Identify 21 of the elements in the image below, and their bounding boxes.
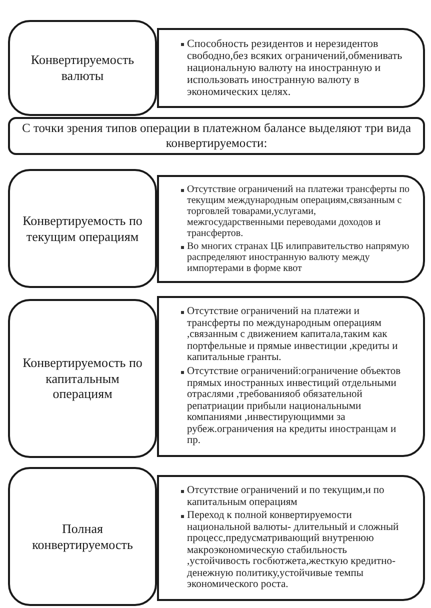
- bullet-text: Отсутствие ограничений на платежи и трансферты по международным операциям ,связанным с движением капитала,таким как портфельные и прямые инвестиции ,кредиты и капитальные гранты.: [187, 306, 399, 364]
- term-title: Конвертируемость по текущим операциям: [22, 212, 144, 244]
- description-box: [157, 175, 425, 283]
- description-box: [157, 296, 425, 457]
- intro-banner: [8, 117, 425, 155]
- bullet-text: Во многих странах ЦБ илиправительство напрямую распределяют иностранную валюту между импортерами в форме квот: [187, 241, 410, 274]
- intro-text: С точки зрения типов операции в платежном балансе выделяют три вида конвертируемости:: [22, 121, 411, 151]
- description-box: [157, 28, 425, 108]
- term-title: Полная конвертируемость: [31, 520, 134, 552]
- term-box: [8, 169, 157, 288]
- bullet-text: Отсутствие ограничений на платежи трансферты по текущим международным операциям,связанным с торговлей товарами,услугами, межгосударственными переводами доходов и трансфертов.: [187, 184, 411, 239]
- term-box: [8, 20, 157, 116]
- term-title: Конвертируемость по капитальным операциям: [22, 355, 144, 402]
- bullet-text: Переход к полной конвертируемости национальной валюты- длительный и сложный процесс,предусматривающий внутренюю макроэкономическую стабильность ,устойчивость госбютжета,жесткую кредитно-денежную политику,устойчивые темпы экономического роста.: [187, 510, 400, 591]
- bullet-text: Способность резидентов и нерезидентов свободно,без всяких ограничений,обменивать национальную валюту на иностранную и использовать иностранную валюту в экономических целях.: [187, 38, 404, 98]
- bullet-text: Отсутствие ограничений и по текущим,и по капитальным операциям: [187, 485, 386, 508]
- term-title: Конвертируемость валюты: [30, 52, 136, 84]
- term-box: [8, 299, 157, 458]
- description-box: [157, 475, 425, 601]
- term-box: [8, 467, 157, 606]
- bullet-text: Отсутствие ограничений:ограничение объектов прямых иностранных инвестиций отдельными отраслями ,требованияоб обязательной репатриации прибыли национальными компаниями ,инвестирующимми за рубеж.ограничения на кредиты иностранцам и пр.: [187, 366, 402, 447]
